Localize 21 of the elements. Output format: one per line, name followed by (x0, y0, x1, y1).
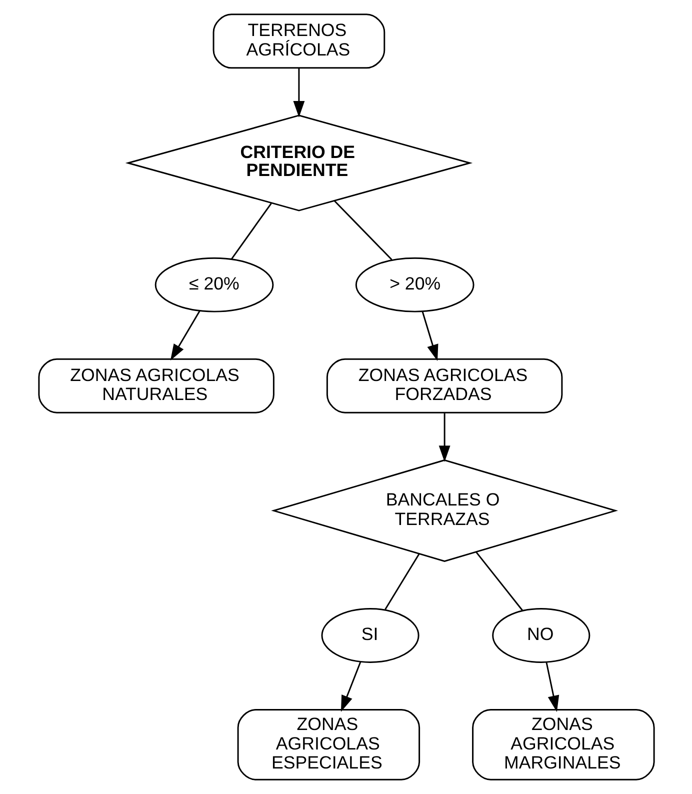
node-ellipse: NO (492, 608, 590, 663)
connector (475, 552, 523, 612)
node-ellipse: SI (320, 608, 419, 663)
node-box: TERRENOS AGRÍCOLAS (212, 14, 385, 69)
node-diamond: BANCALES O TERRAZAS (270, 459, 618, 562)
connector (384, 554, 420, 610)
node-diamond: CRITERIO DE PENDIENTE (124, 114, 472, 212)
connector (230, 202, 272, 260)
arrow (438, 413, 450, 462)
connector (333, 200, 392, 260)
arrow (340, 662, 361, 712)
node-box: ZONAS AGRICOLAS NATURALES (38, 358, 274, 414)
node-box: ZONAS AGRICOLAS FORZADAS (326, 358, 562, 414)
node-ellipse: > 20% (354, 257, 474, 312)
arrow (421, 311, 438, 362)
node-ellipse: ≤ 20% (154, 257, 274, 312)
arrow (545, 662, 559, 712)
arrow (292, 68, 304, 118)
arrow (170, 310, 200, 361)
node-box: ZONAS AGRICOLAS MARGINALES (472, 709, 654, 780)
node-box: ZONAS AGRICOLAS ESPECIALES (236, 709, 420, 780)
